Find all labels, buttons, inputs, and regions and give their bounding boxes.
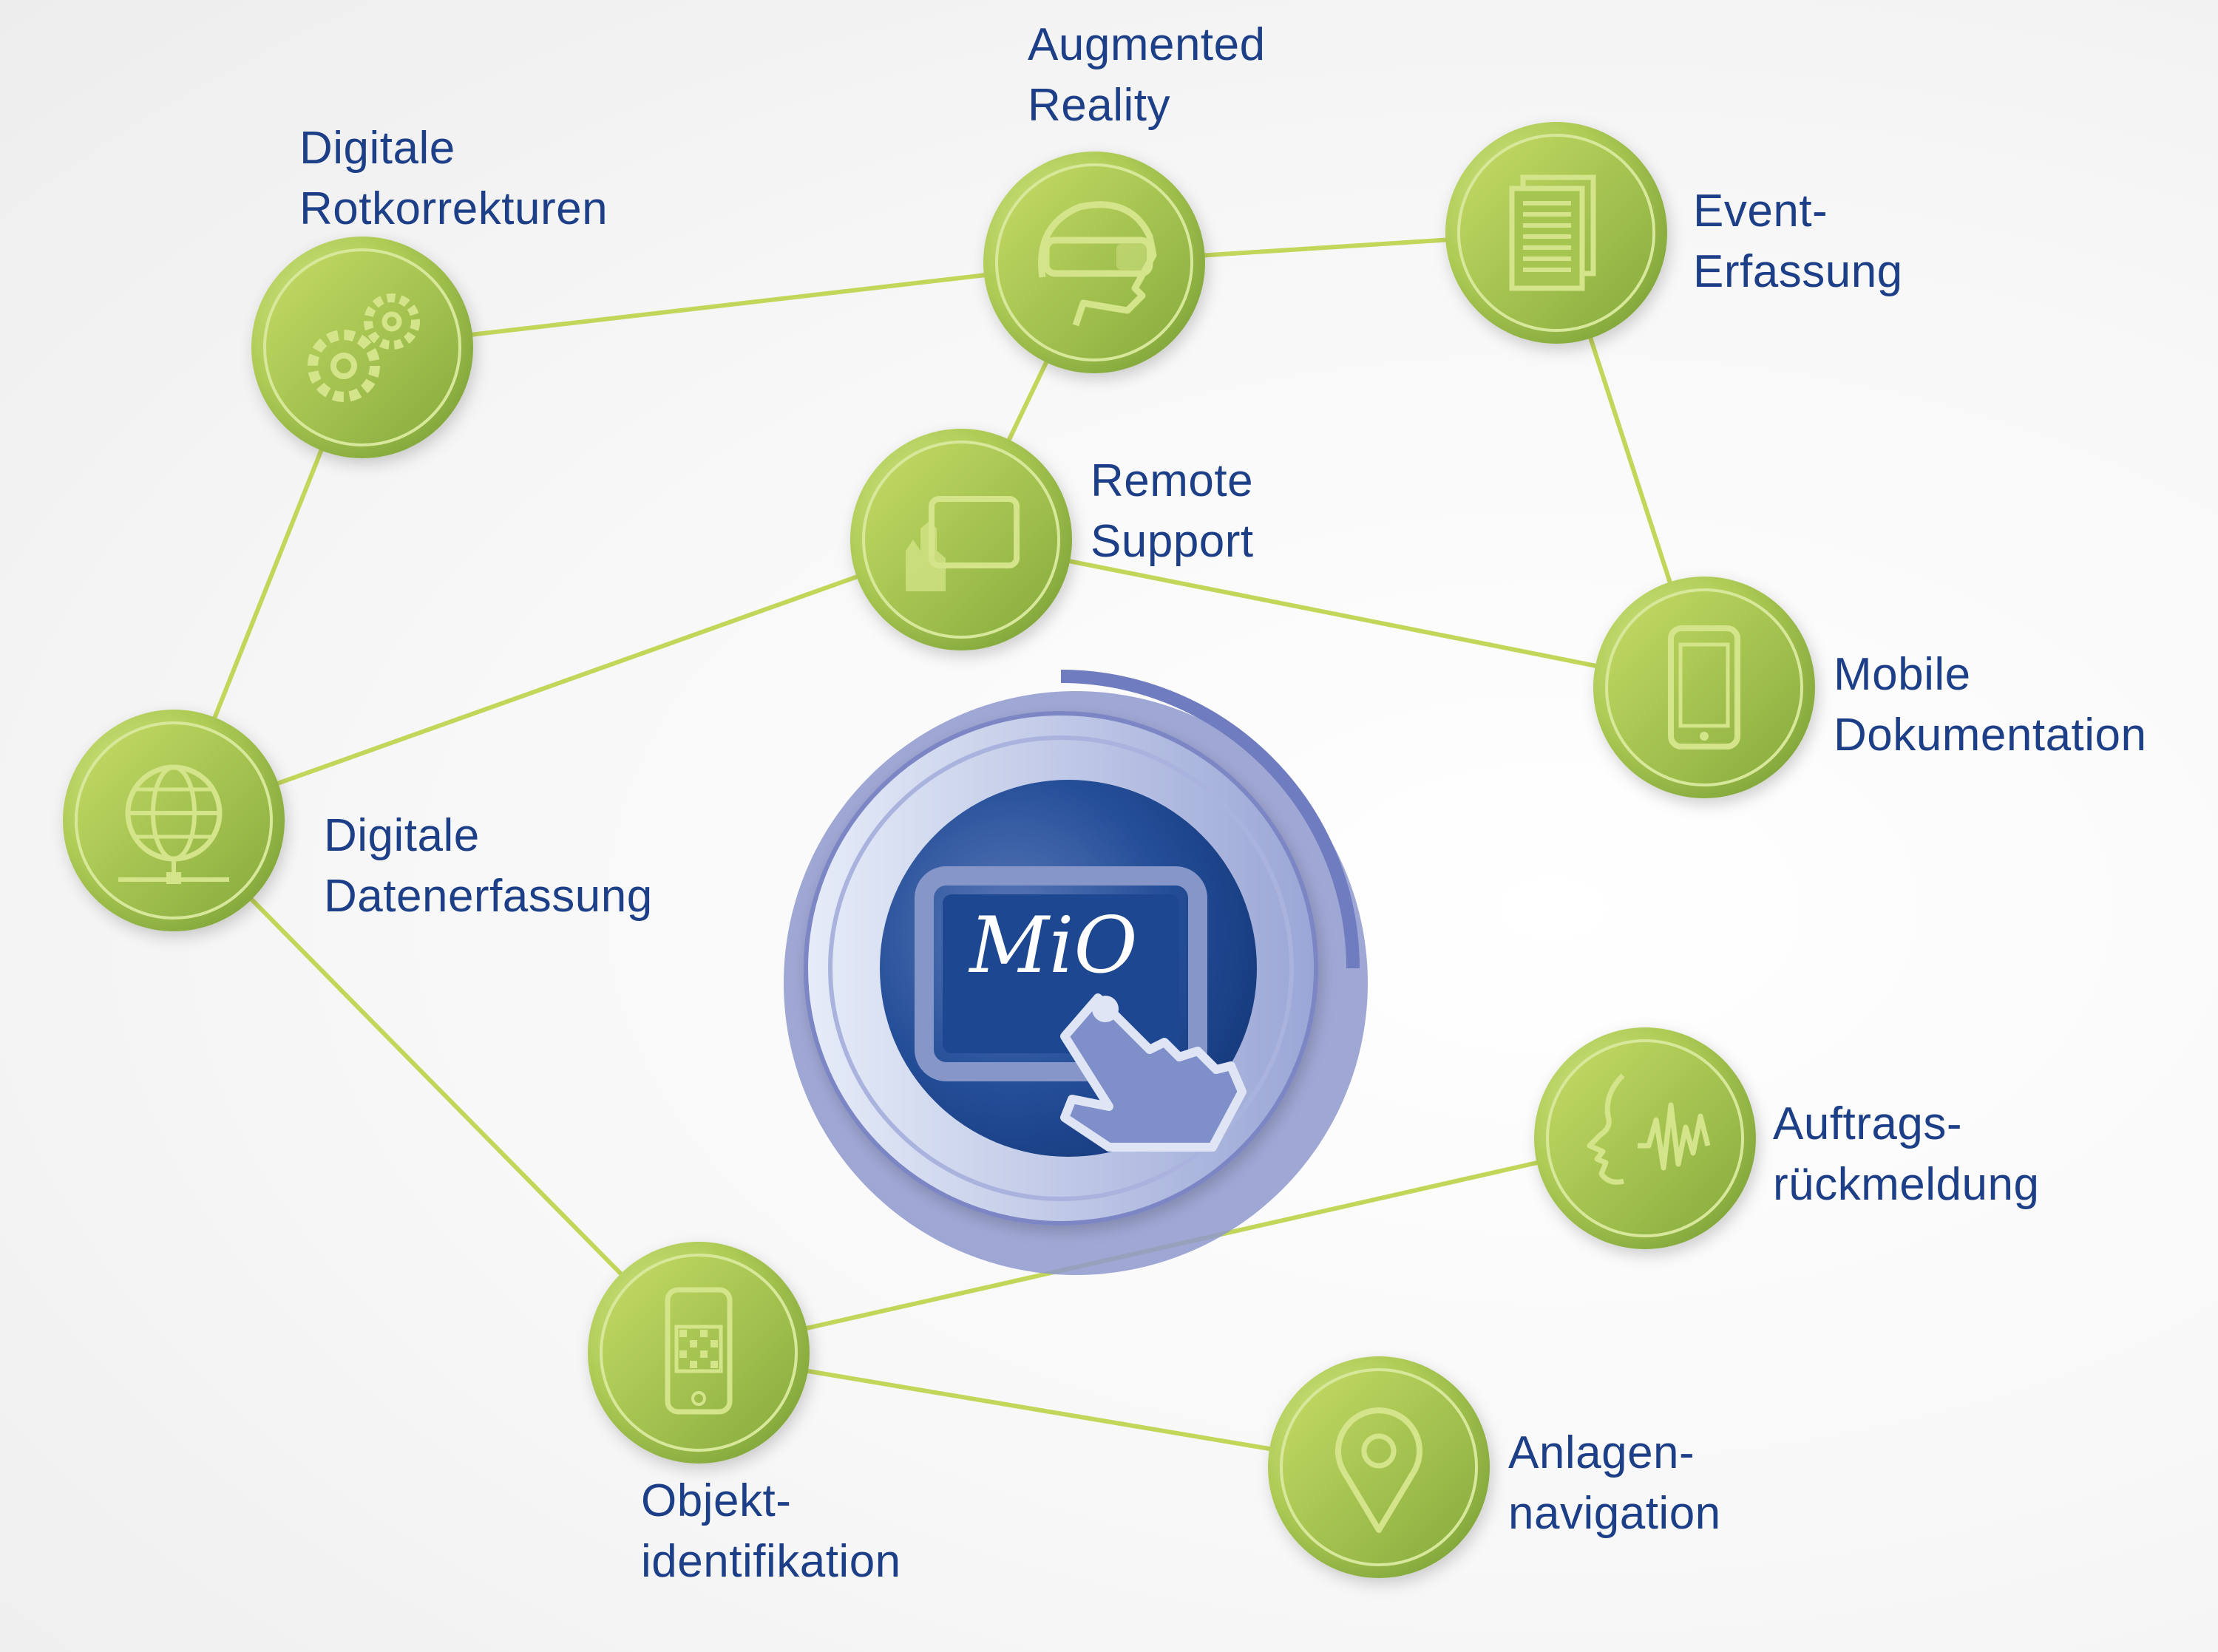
- label-line: Objekt-: [641, 1475, 792, 1526]
- node-digitale-rotkorrekturen[interactable]: [251, 237, 473, 458]
- qr-phone-icon: [665, 1287, 733, 1415]
- node-inner-circle: [75, 721, 273, 920]
- node-augmented-reality[interactable]: [983, 152, 1205, 373]
- label-line: Support: [1091, 516, 1254, 567]
- documents-icon: [1509, 174, 1596, 291]
- label-line: Mobile: [1834, 649, 1971, 700]
- feature-nodes: [63, 122, 1815, 1578]
- node-inner-circle: [1605, 588, 1803, 786]
- node-remote-support[interactable]: [850, 429, 1072, 650]
- node-mobile-dokumentation[interactable]: [1593, 577, 1815, 798]
- gears-icon: [308, 293, 420, 402]
- node-event-erfassung[interactable]: [1445, 122, 1667, 344]
- label-line: Augmented: [1028, 19, 1266, 70]
- label-line: Auftrags-: [1773, 1098, 1963, 1149]
- mio-center-button[interactable]: MiO: [784, 670, 1368, 1275]
- label-line: rückmeldung: [1773, 1159, 2040, 1210]
- label-line: Remote: [1091, 455, 1254, 506]
- vr-headset-icon: [1038, 201, 1157, 327]
- label-line: navigation: [1508, 1488, 1721, 1539]
- label-objektidentifikation: Objekt-identifikation: [641, 1471, 901, 1592]
- node-inner-circle: [600, 1254, 798, 1452]
- node-auftragsrueckmeldung[interactable]: [1534, 1027, 1756, 1249]
- pointing-hand-icon: [1060, 993, 1247, 1152]
- center-arc-decoration: [1060, 670, 1360, 969]
- label-line: Digitale: [299, 123, 455, 174]
- tablet-touch-icon: [906, 496, 1020, 591]
- voice-wave-icon: [1587, 1073, 1711, 1185]
- tablet-screen: [943, 894, 1179, 1053]
- center-thin-ring: [828, 735, 1294, 1201]
- map-pin-icon: [1335, 1407, 1422, 1533]
- label-event-erfassung: Event- Erfassung: [1693, 181, 1903, 302]
- node-inner-circle: [1546, 1039, 1744, 1237]
- label-auftragsrueckmeldung: Auftrags-rückmeldung: [1773, 1094, 2039, 1215]
- label-line: Rotkorrekturen: [299, 183, 608, 234]
- link-remote-support-digitale-datenerfassung: [172, 537, 963, 823]
- node-objektidentifikation[interactable]: [588, 1242, 810, 1464]
- label-line: Anlagen-: [1508, 1427, 1695, 1478]
- label-line: Digitale: [324, 810, 480, 861]
- link-objektidentifikation-anlagennavigation: [698, 1350, 1380, 1469]
- label-line: identifikation: [641, 1536, 901, 1587]
- mio-logo-text: MiO: [968, 900, 1137, 990]
- label-line: Reality: [1028, 80, 1171, 131]
- link-remote-support-mobile-dokumentation: [960, 537, 1705, 690]
- label-line: Erfassung: [1693, 246, 1903, 297]
- node-inner-circle: [862, 441, 1060, 639]
- label-line: Dokumentation: [1834, 710, 2147, 761]
- label-line: Datenerfassung: [324, 871, 653, 922]
- globe-network-icon: [118, 764, 229, 884]
- tablet-icon: [915, 866, 1207, 1081]
- label-line: Event-: [1693, 186, 1828, 237]
- smartphone-icon: [1668, 625, 1740, 749]
- label-anlagennavigation: Anlagen-navigation: [1508, 1423, 1721, 1544]
- node-anlagennavigation[interactable]: [1268, 1356, 1490, 1578]
- node-digitale-datenerfassung[interactable]: [63, 710, 285, 931]
- link-digitale-rotkorrekturen-augmented-reality: [362, 260, 1095, 350]
- node-inner-circle: [995, 163, 1193, 361]
- link-digitale-datenerfassung-objektidentifikation: [172, 818, 701, 1355]
